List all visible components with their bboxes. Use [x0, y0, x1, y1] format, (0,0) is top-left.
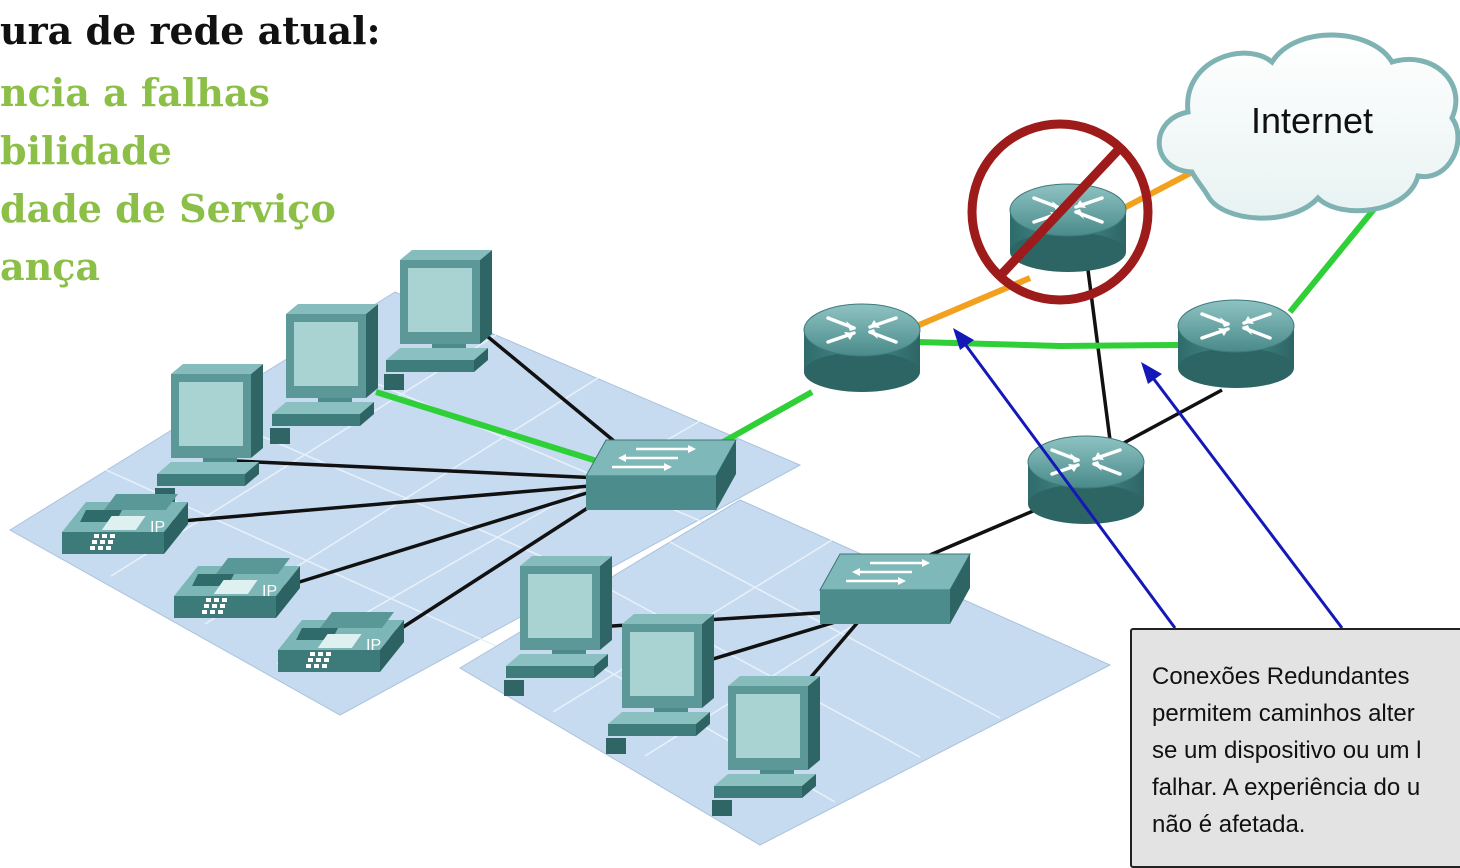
internet-cloud [1156, 32, 1460, 221]
ip-phone-label: IP [150, 519, 165, 536]
redundancy-callout: Conexões Redundantes permitem caminhos a… [1130, 628, 1460, 868]
list-item: ncia a falhas [0, 70, 270, 115]
computer-icon [384, 250, 492, 390]
ip-phone-label: IP [262, 583, 277, 600]
computer-icon [270, 304, 378, 444]
switch-left-icon [584, 438, 738, 512]
ip-phone-icon: IP [62, 494, 188, 554]
router-bottom-icon [1026, 434, 1146, 526]
network-diagram: Internet IP IP IP [9, 32, 1460, 846]
callout-title: Conexões Redundantes [1152, 663, 1410, 690]
router-right-icon [1176, 298, 1296, 390]
switch-right-icon [818, 552, 972, 626]
floor-grid-right [459, 499, 1112, 846]
computer-icon [155, 364, 263, 504]
ip-phone-label: IP [366, 637, 381, 654]
list-item: bilidade [0, 128, 172, 173]
computer-icon [712, 676, 820, 816]
no-entry-icon [967, 119, 1153, 305]
computer-icon [606, 614, 714, 754]
requirements-list: ncia a falhas bilidade dade de Serviço a… [0, 64, 336, 296]
list-item: ança [0, 244, 101, 289]
ip-phone-icon: IP [174, 558, 300, 618]
internet-cloud-label: Internet [1251, 100, 1373, 141]
slide-heading: ura de rede atual: [0, 8, 381, 53]
list-item: dade de Serviço [0, 186, 336, 231]
callout-body: permitem caminhos alter se um dispositiv… [1152, 700, 1422, 838]
router-edge-icon [802, 302, 922, 394]
network-diagram-slide: Internet IP IP IP [0, 8, 1460, 868]
ip-phone-icon: IP [278, 612, 404, 672]
computer-icon [504, 556, 612, 696]
pointer-arrows [953, 328, 1344, 629]
